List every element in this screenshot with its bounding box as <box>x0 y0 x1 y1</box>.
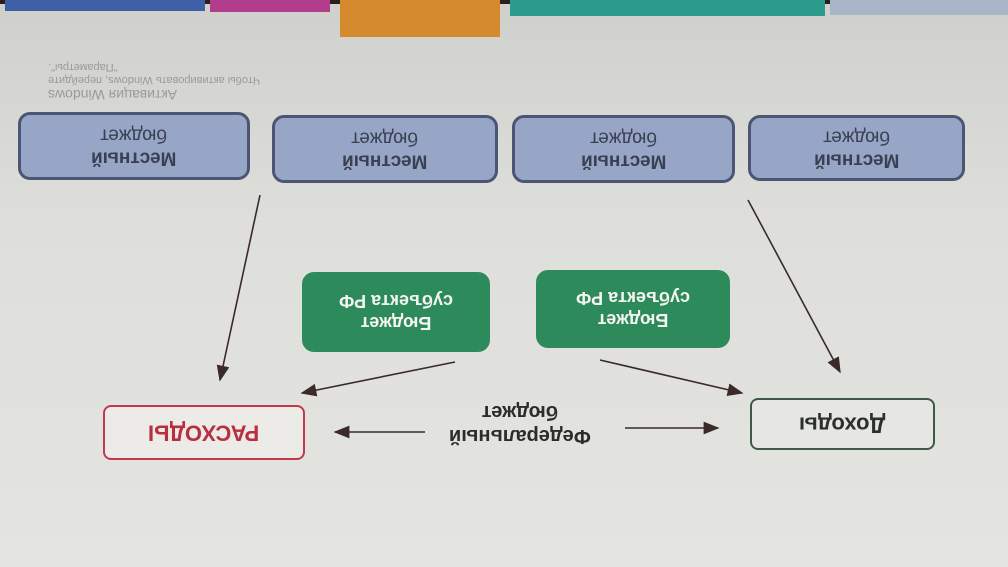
arrow-local-to-income <box>747 199 841 374</box>
arrow-local-to-expenses <box>216 194 261 382</box>
nav-tab-teal[interactable] <box>510 0 825 16</box>
nav-tab-blue[interactable] <box>5 0 205 11</box>
screen-edge <box>0 0 1008 4</box>
nav-tab-gray[interactable] <box>830 0 1008 15</box>
nav-tab-orange[interactable] <box>340 0 500 37</box>
expenses-box: РАСХОДЫ <box>103 405 305 460</box>
arrow-regional-to-income <box>599 359 744 396</box>
arrow-regional-to-expenses <box>300 361 456 397</box>
nav-tab-magenta[interactable] <box>210 0 330 12</box>
income-box: Доходы <box>750 398 935 450</box>
